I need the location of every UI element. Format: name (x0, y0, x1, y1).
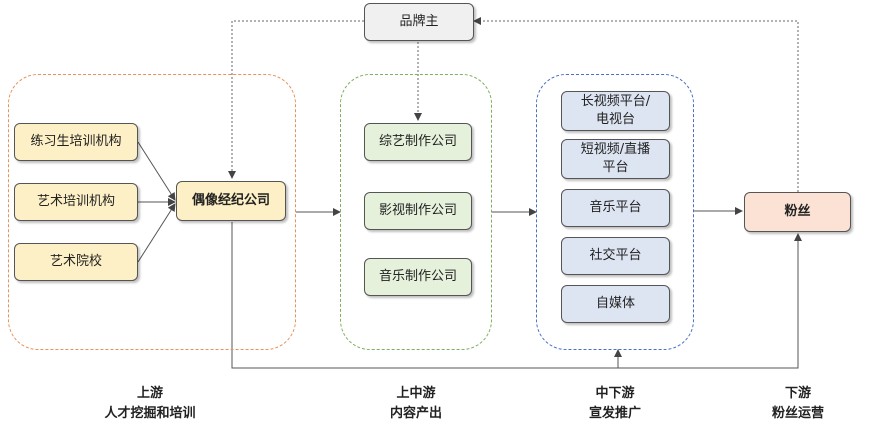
edge-trainee-to-agency (137, 141, 176, 201)
producer-film-box: 影视制作公司 (364, 192, 472, 230)
source-label: 练习生培训机构 (30, 134, 122, 149)
stage-name: 中下游 (595, 386, 635, 401)
stage-upstream: 上游 人才挖掘和培训 (80, 384, 220, 424)
producer-label: 综艺制作公司 (378, 134, 457, 149)
stage-name: 上中游 (396, 386, 436, 401)
stage-lower-midstream: 中下游 宣发推广 (545, 384, 685, 424)
brand-box: 品牌主 (364, 3, 474, 41)
brand-label: 品牌主 (399, 14, 439, 29)
producer-label: 影视制作公司 (378, 203, 457, 218)
platform-self-media-box: 自媒体 (561, 285, 670, 323)
upstream-group (8, 74, 296, 350)
stage-desc: 人才挖掘和培训 (104, 406, 196, 421)
stage-name: 上游 (136, 386, 163, 401)
downstream-group (536, 74, 694, 350)
source-label: 艺术培训机构 (36, 194, 115, 209)
platform-label: 短视频/直播平台 (580, 142, 651, 175)
edge-brand-to-agency (228, 20, 364, 179)
source-label: 艺术院校 (49, 254, 102, 269)
platform-music-box: 音乐平台 (561, 189, 670, 227)
fans-box: 粉丝 (744, 192, 851, 232)
midstream-group (340, 74, 492, 350)
edge-agency-to-fans (618, 233, 802, 369)
stage-desc: 粉丝运营 (771, 406, 824, 421)
platform-short-video-box: 短视频/直播平台 (561, 139, 670, 179)
source-art-school-box: 艺术院校 (14, 243, 138, 281)
platform-social-box: 社交平台 (561, 237, 670, 275)
stage-name: 下游 (784, 386, 811, 401)
source-trainee-box: 练习生培训机构 (14, 123, 138, 161)
platform-label: 长视频平台/电视台 (580, 94, 651, 127)
stage-desc: 内容产出 (389, 406, 442, 421)
edge-fans-to-brand (473, 17, 799, 192)
agency-label: 偶像经纪公司 (191, 193, 270, 208)
producer-variety-box: 综艺制作公司 (364, 123, 472, 161)
stage-upper-midstream: 上中游 内容产出 (346, 384, 486, 424)
producer-music-box: 音乐制作公司 (364, 258, 472, 296)
platform-label: 社交平台 (589, 248, 642, 263)
platform-label: 自媒体 (595, 296, 635, 311)
edge-agency-to-platforms (231, 222, 622, 369)
agency-box: 偶像经纪公司 (176, 181, 286, 221)
producer-label: 音乐制作公司 (378, 269, 457, 284)
stage-downstream: 下游 粉丝运营 (728, 384, 868, 424)
platform-long-video-box: 长视频平台/电视台 (561, 91, 670, 131)
platform-label: 音乐平台 (589, 200, 642, 215)
fans-label: 粉丝 (784, 204, 811, 219)
source-art-training-box: 艺术培训机构 (14, 183, 138, 221)
stage-desc: 宣发推广 (588, 406, 641, 421)
edge-art-school-to-agency (137, 203, 176, 263)
